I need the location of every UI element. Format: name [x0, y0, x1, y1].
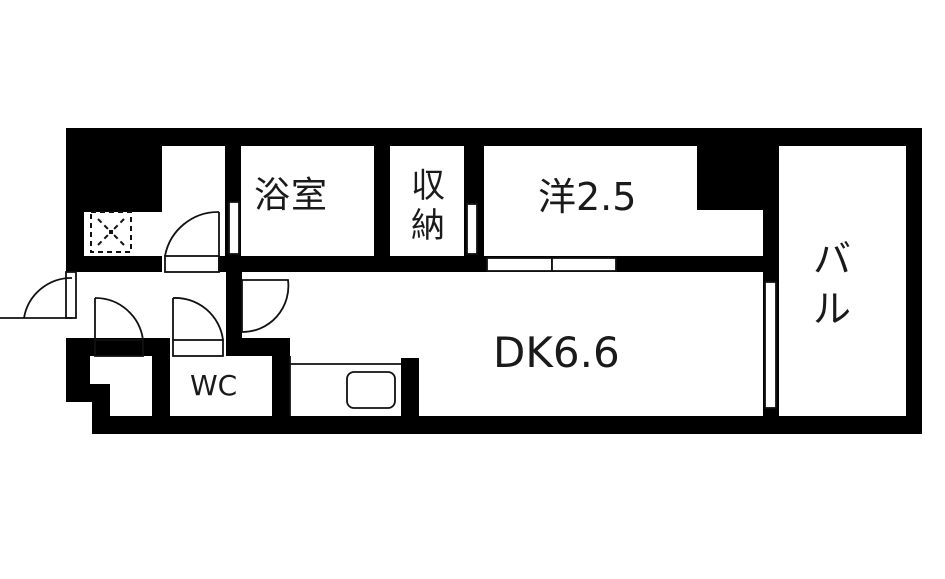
room-label-balcony: バル [812, 237, 851, 331]
washing-machine-space-icon [90, 211, 132, 253]
door-swings [0, 146, 909, 416]
room-label-dining-kitchen: DK6.6 [493, 328, 620, 377]
room-label-western-room: 洋2.5 [538, 175, 637, 219]
room-label-toilet: WC [190, 369, 238, 402]
room-label-bathroom: 浴室 [254, 175, 329, 216]
room-label-storage: 収納 [411, 166, 445, 246]
